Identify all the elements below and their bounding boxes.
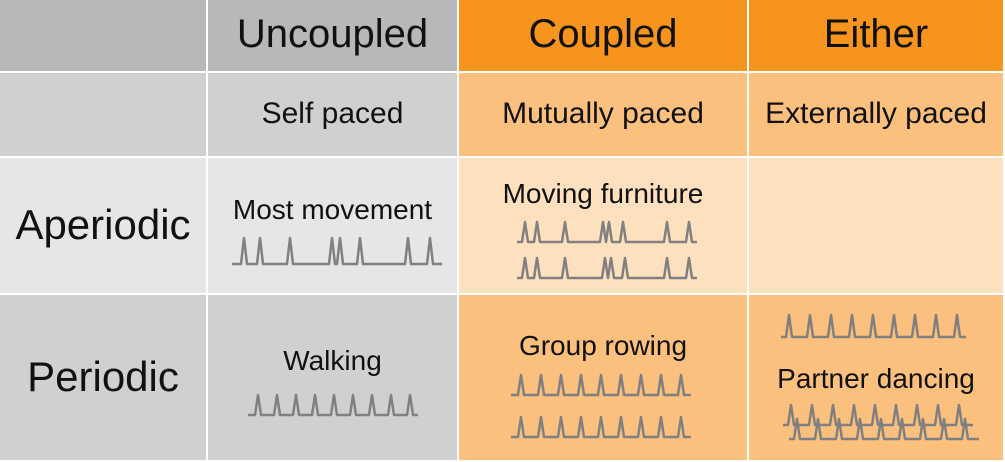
partner-dancing-pulse-trace-1	[783, 403, 973, 427]
aperiodic-coupled-cell: Moving furniture	[459, 158, 749, 295]
pacing-external-cell: Externally paced	[749, 73, 1005, 158]
periodic-either-cell: Partner dancing	[749, 295, 1005, 462]
periodic-uncoupled-cell: Walking	[208, 295, 459, 462]
pacing-self-cell: Self paced	[208, 73, 459, 158]
pulse-line	[232, 236, 442, 266]
most-movement-label: Most movement	[232, 194, 433, 225]
row-aperiodic-label: Aperiodic	[15, 201, 191, 248]
row-periodic-cell: Periodic	[0, 295, 208, 462]
aperiodic-uncoupled-pulse-trace	[232, 236, 442, 266]
pacing-mutual-cell: Mutually paced	[459, 73, 749, 158]
header-coupled: Coupled	[528, 12, 678, 56]
header-coupled-cell: Coupled	[459, 0, 749, 73]
walking-label: Walking	[283, 345, 382, 376]
periodic-coupled-cell: Group rowing	[459, 295, 749, 462]
pulse-line	[517, 256, 697, 280]
group-rowing-pulse-trace-1	[511, 373, 691, 397]
external-pace-pulse-trace	[781, 313, 966, 339]
corner-pacing-cell	[0, 73, 208, 158]
aperiodic-uncoupled-cell: Most movement	[208, 158, 459, 295]
moving-furniture-label: Moving furniture	[502, 178, 704, 209]
header-either-cell: Either	[749, 0, 1005, 73]
pacing-external: Externally paced	[765, 97, 987, 130]
pulse-line	[511, 415, 691, 439]
aperiodic-either-cell	[749, 158, 1005, 295]
pacing-self: Self paced	[261, 97, 404, 130]
pulse-line	[781, 313, 966, 339]
moving-furniture-pulse-trace-1	[517, 220, 697, 244]
pulse-line	[248, 393, 418, 417]
pulse-line	[511, 373, 691, 397]
header-uncoupled-cell: Uncoupled	[208, 0, 459, 73]
header-either: Either	[823, 12, 929, 56]
header-uncoupled: Uncoupled	[236, 12, 429, 56]
partner-dancing-pulse-trace-2	[789, 417, 979, 441]
row-periodic-label: Periodic	[27, 353, 179, 400]
corner-header-cell	[0, 0, 208, 73]
partner-dancing-label: Partner dancing	[777, 363, 975, 394]
group-rowing-label: Group rowing	[518, 330, 688, 361]
walking-pulse-trace	[248, 393, 418, 417]
pacing-mutual: Mutually paced	[502, 97, 704, 130]
group-rowing-pulse-trace-2	[511, 415, 691, 439]
moving-furniture-pulse-trace-2	[517, 256, 697, 280]
pulse-line	[517, 220, 697, 244]
pulse-line	[789, 417, 979, 441]
pulse-line	[783, 403, 973, 427]
row-aperiodic-cell: Aperiodic	[0, 158, 208, 295]
